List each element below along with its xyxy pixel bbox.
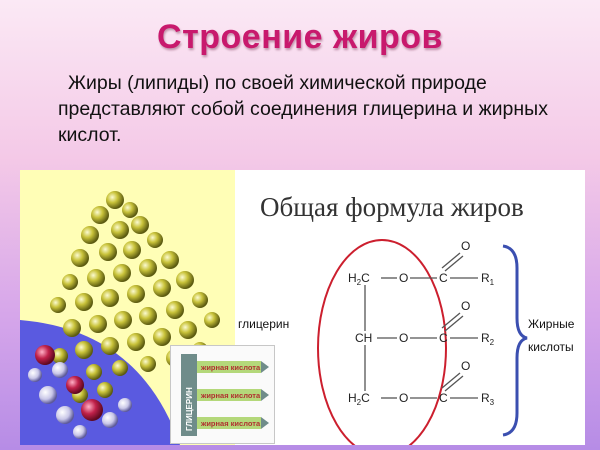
atom-ch: CH	[355, 331, 372, 345]
label-glycerol: глицерин	[238, 317, 290, 331]
schematic-fatty-acid-label-3: жирная кислота	[200, 419, 261, 428]
molecule-3d-model-illustration	[20, 170, 235, 445]
schematic-glycerol-label: ГЛИЦЕРИН	[185, 387, 194, 431]
atom-r2: R2	[481, 331, 495, 347]
atom-o-carbonyl-1: O	[461, 239, 470, 253]
intro-text-content: Жиры (липиды) по своей химической природ…	[58, 72, 548, 146]
atom-o-carbonyl-2: O	[461, 299, 470, 313]
atom-o-2: O	[399, 331, 408, 345]
triglyceride-schematic-drawing: ГЛИЦЕРИН жирная кислота жирная кислота ж…	[181, 354, 269, 436]
schematic-fatty-acid-label-2: жирная кислота	[200, 391, 261, 400]
formula-title: Общая формула жиров	[260, 192, 524, 222]
atom-o-1: O	[399, 271, 408, 285]
triglyceride-schematic: ГЛИЦЕРИН жирная кислота жирная кислота ж…	[170, 345, 275, 444]
atom-r3: R3	[481, 391, 495, 407]
atom-h2c-1: H2C	[348, 271, 370, 287]
intro-text: Жиры (липиды) по своей химической природ…	[58, 70, 578, 148]
fatty-acids-brace	[502, 244, 528, 437]
label-fatty-acids-line2: кислоты	[528, 340, 574, 354]
schematic-fatty-acid-label-1: жирная кислота	[200, 363, 261, 372]
atom-c-1: C	[439, 271, 448, 285]
atom-o-carbonyl-3: O	[461, 359, 470, 373]
glycerol-ellipse	[317, 239, 447, 445]
slide-title: Строение жиров	[157, 18, 443, 56]
atom-h2c-3: H2C	[348, 391, 370, 407]
label-fatty-acids-line1: Жирные	[528, 317, 575, 331]
atom-c-2: C	[439, 331, 448, 345]
figure-panel: Общая формула жиров H2C O C O R1 CH O C	[20, 170, 585, 445]
structural-formula: H2C O C O R1 CH O C O R2 H2C O	[317, 239, 528, 445]
atom-o-3: O	[399, 391, 408, 405]
atom-r1: R1	[481, 271, 495, 287]
atom-c-3: C	[439, 391, 448, 405]
